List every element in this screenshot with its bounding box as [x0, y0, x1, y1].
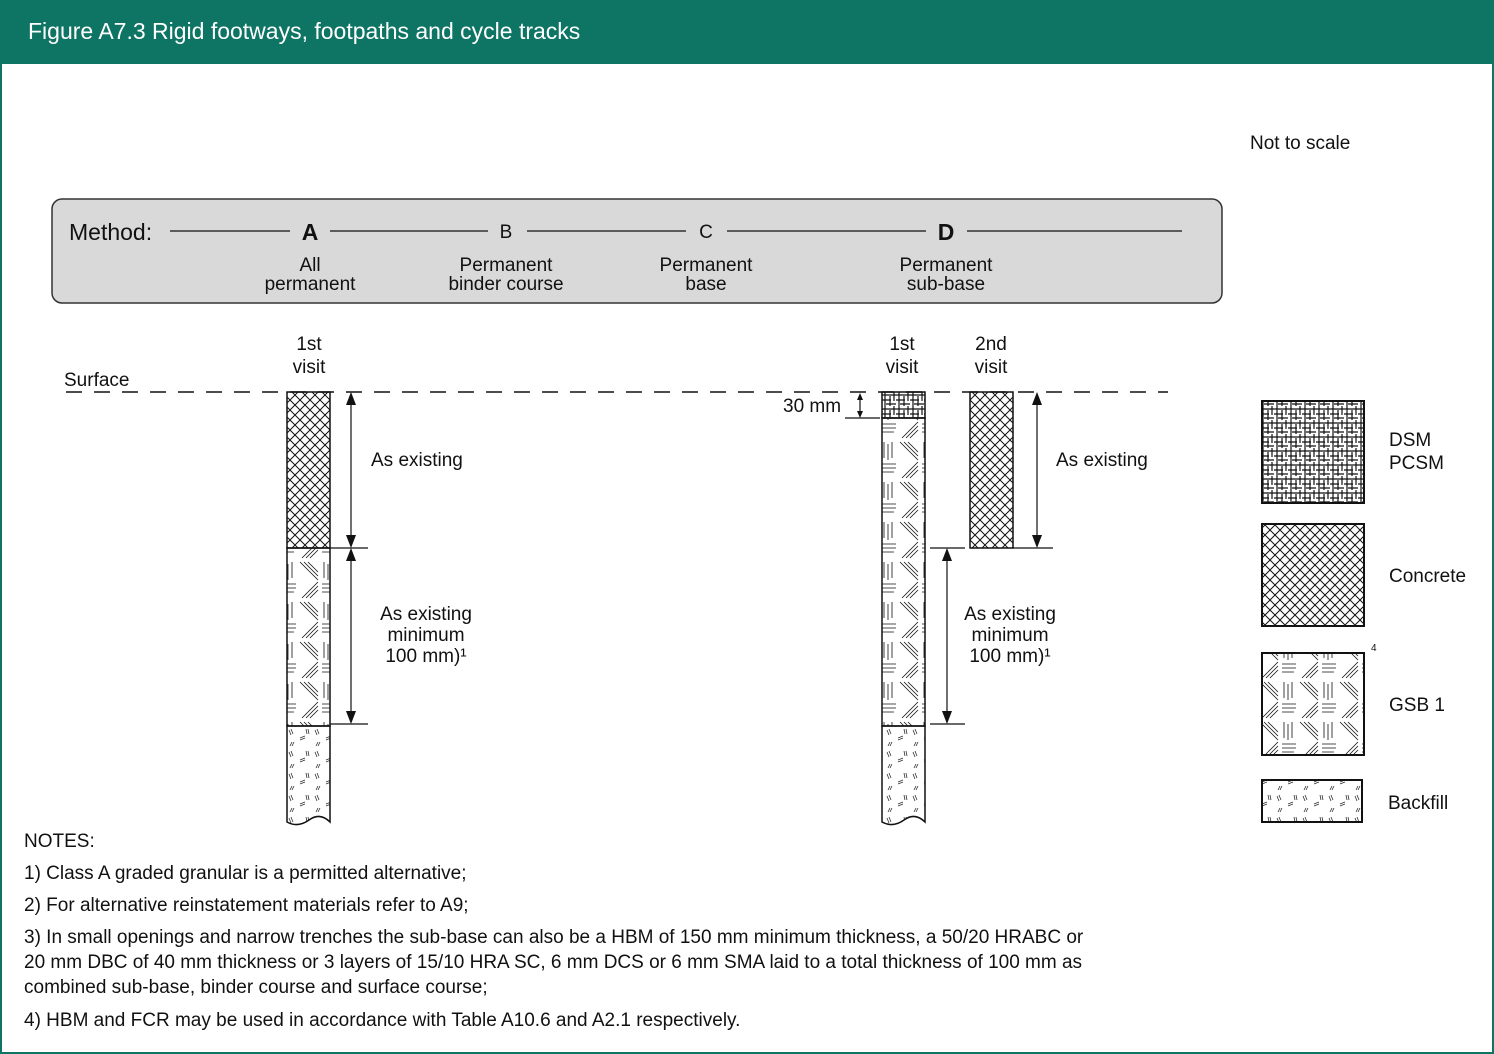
concrete-layer: [286, 391, 331, 549]
visit-label-2: visit: [293, 357, 326, 378]
method-bar: Method: A B C D All permanent Permanent …: [51, 198, 1223, 304]
method-a-letter: A: [302, 219, 319, 245]
min-label-d-3: 100 mm)¹: [969, 646, 1050, 667]
notes: NOTES: 1) Class A graded granular is a p…: [24, 831, 1084, 1031]
min-label-d-2: minimum: [971, 625, 1048, 646]
visit1-label-2: visit: [886, 357, 919, 378]
legend-swatch-gsb: [1261, 652, 1365, 756]
method-label: Method:: [69, 219, 152, 245]
as-existing-label: As existing: [371, 450, 463, 471]
surface-label: Surface: [64, 370, 129, 391]
method-d-letter: D: [938, 219, 955, 245]
backfill-layer: [881, 725, 926, 826]
min-label-2: minimum: [387, 625, 464, 646]
visit1-label-1: 1st: [889, 334, 915, 355]
method-b-letter: B: [500, 222, 513, 243]
column-method-a: 1st visit As existing As existing minimu…: [286, 334, 472, 826]
legend-label-pcsm: PCSM: [1389, 453, 1444, 474]
as-existing-label-d: As existing: [1056, 450, 1148, 471]
legend-label-gsb: GSB 1: [1389, 695, 1445, 716]
method-c-desc-2: base: [685, 274, 726, 295]
visit-label-1: 1st: [296, 334, 322, 355]
method-b-desc-2: binder course: [448, 274, 563, 295]
legend-label-backfill: Backfill: [1388, 793, 1448, 814]
backfill-layer: [286, 725, 331, 826]
min-label-3: 100 mm)¹: [385, 646, 466, 667]
note-3-line-2: 20 mm DBC of 40 mm thickness or 3 layers…: [24, 952, 1082, 973]
visit2-label-2: visit: [975, 357, 1008, 378]
legend-swatch-backfill: [1261, 779, 1363, 823]
legend-label-concrete: Concrete: [1389, 566, 1466, 587]
method-c-letter: C: [699, 222, 713, 243]
gsb-layer: [881, 417, 926, 727]
gsb-layer: [286, 547, 331, 727]
method-a-desc-2: permanent: [265, 274, 357, 295]
figure-header: Figure A7.3 Rigid footways, footpaths an…: [0, 0, 1494, 64]
note-3-line-3: combined sub-base, binder course and sur…: [24, 977, 488, 998]
legend: DSM PCSM Concrete 4 GSB 1 Backfill: [1261, 400, 1466, 823]
method-d-desc-1: Permanent: [900, 255, 994, 276]
visit2-label-1: 2nd: [975, 334, 1007, 355]
note-2: 2) For alternative reinstatement materia…: [24, 895, 469, 916]
notes-title: NOTES:: [24, 831, 95, 852]
thirty-mm-label: 30 mm: [783, 396, 841, 417]
note-4: 4) HBM and FCR may be used in accordance…: [24, 1010, 740, 1031]
legend-note-superscript: 4: [1371, 643, 1377, 654]
note-1: 1) Class A graded granular is a permitte…: [24, 863, 467, 884]
legend-swatch-concrete: [1261, 523, 1365, 627]
figure-title: Figure A7.3 Rigid footways, footpaths an…: [28, 18, 581, 44]
min-label-d-1: As existing: [964, 604, 1056, 625]
not-to-scale-note: Not to scale: [1250, 133, 1350, 154]
dsm-layer: [881, 391, 926, 419]
legend-swatch-dsm: [1261, 400, 1365, 504]
concrete-layer-2nd-visit: [969, 391, 1014, 549]
method-a-desc-1: All: [299, 255, 320, 276]
legend-label-dsm: DSM: [1389, 430, 1431, 451]
method-d-desc-2: sub-base: [907, 274, 985, 295]
method-b-desc-1: Permanent: [460, 255, 554, 276]
method-c-desc-1: Permanent: [660, 255, 754, 276]
note-3-line-1: 3) In small openings and narrow trenches…: [24, 927, 1084, 948]
column-method-d: 1st visit 2nd visit 30 mm As existing As…: [783, 334, 1148, 826]
min-label-1: As existing: [380, 604, 472, 625]
